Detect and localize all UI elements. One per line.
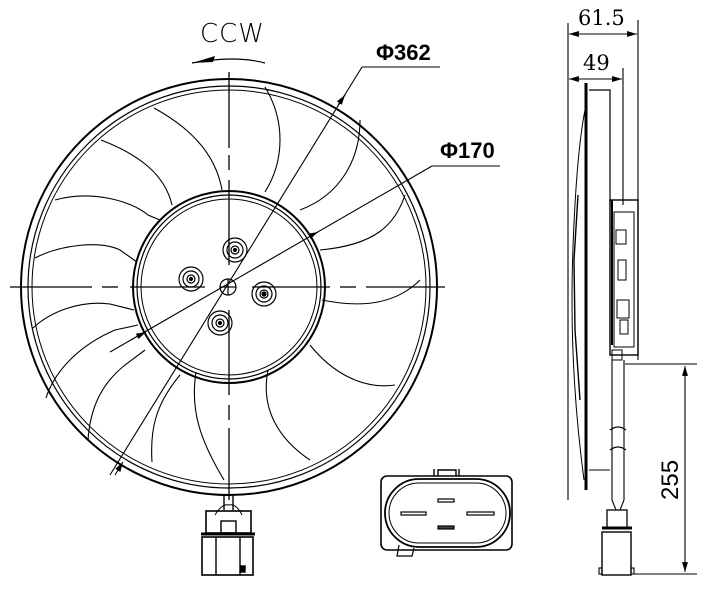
- diameter-170-leader: Φ170: [109, 138, 500, 353]
- side-view: 61.5 49: [567, 6, 697, 576]
- dimension-49: 49: [569, 51, 624, 205]
- hub-diameter-label: Φ170: [440, 138, 495, 163]
- diameter-362-leader: Φ362: [109, 40, 440, 476]
- connector-face-view: [380, 469, 513, 557]
- mount-bottom: [207, 310, 233, 336]
- dimension-255: 255: [625, 363, 697, 575]
- connector-pins: [400, 498, 495, 530]
- dimension-61-5: 61.5: [567, 6, 639, 500]
- overall-depth-label: 61.5: [578, 6, 625, 30]
- outer-diameter-label: Φ362: [376, 40, 431, 65]
- pin-3: [466, 511, 495, 516]
- pin-1: [437, 498, 455, 503]
- ccw-arrow-icon: [192, 56, 215, 63]
- center-lines: [10, 72, 445, 500]
- fan-depth-label: 49: [583, 51, 610, 75]
- fan-blades: [32, 86, 421, 481]
- rotation-direction-indicator: CCW: [191, 19, 266, 64]
- side-cable: [598, 360, 635, 576]
- mount-left: [178, 266, 204, 292]
- mount-top: [222, 237, 248, 263]
- rotation-label: CCW: [200, 19, 265, 49]
- front-view: CCW: [10, 19, 500, 576]
- mounting-bosses: [178, 237, 277, 336]
- fan-side-profile: [571, 83, 639, 490]
- pin-4: [437, 525, 455, 530]
- cable-length-label: 255: [657, 460, 684, 500]
- mount-right: [251, 281, 277, 307]
- pin-2: [400, 511, 427, 516]
- front-cable-connector: [201, 495, 255, 576]
